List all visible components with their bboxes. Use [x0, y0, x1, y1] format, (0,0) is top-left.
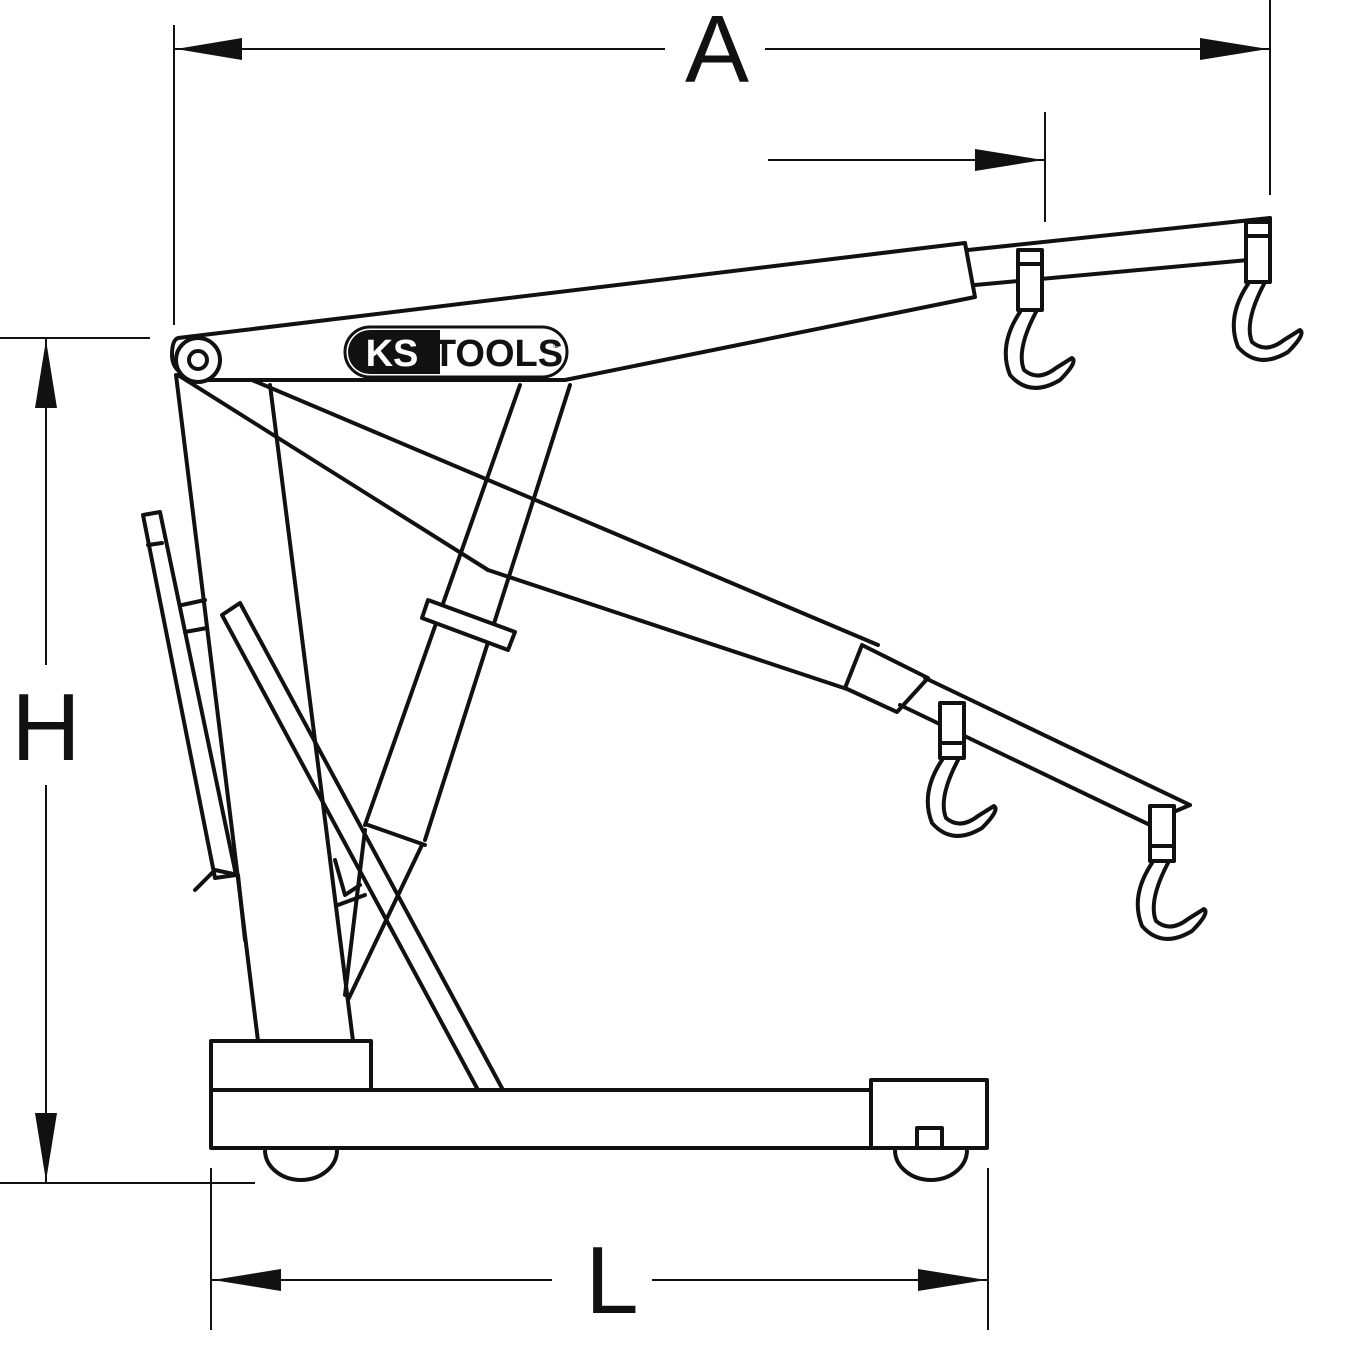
- logo-registered-mark: ®: [553, 340, 560, 350]
- mast-right-edge: [268, 383, 355, 1043]
- boom-lowered-top-edge: [198, 356, 880, 647]
- rear-wheel-right: [893, 1148, 969, 1182]
- dim-l-arrow-left: [213, 1269, 281, 1291]
- hook-shank: [1244, 220, 1272, 284]
- hook-shank: [1148, 804, 1176, 863]
- cylinder-base-right: [346, 843, 424, 1002]
- dim-h-label: H: [11, 674, 80, 781]
- boom-raised: [170, 216, 1272, 384]
- pump-handle-grip-mark: [146, 541, 164, 547]
- hydraulic-cylinder: [333, 383, 572, 1002]
- diagonal-strut-bar: [220, 601, 505, 1092]
- boom-raised-ext-top: [966, 216, 1272, 252]
- boom-lowered-bottom-edge-1: [176, 373, 490, 572]
- dim-h-arrow-bottom: [35, 1113, 57, 1181]
- hook-lowered-inner: [925, 701, 998, 838]
- dim-a-arrow-left: [176, 38, 242, 60]
- dimension-a: A: [173, 0, 1271, 325]
- ks-tools-logo: KS TOOLS ®: [343, 325, 569, 379]
- pump-handle: [141, 510, 247, 942]
- cylinder-base-left: [343, 828, 367, 997]
- extension-dimension: [768, 112, 1046, 222]
- hook-shank: [1016, 248, 1044, 312]
- logo-brand-right: TOOLS: [433, 333, 563, 375]
- dim-l-arrow-right: [918, 1269, 986, 1291]
- boom-lowered-sleeve: [843, 643, 930, 714]
- pump-base: [193, 868, 247, 942]
- pump-handle-lever: [141, 510, 238, 880]
- hook-curve: [1231, 282, 1304, 362]
- dim-a-arrow-right: [1200, 38, 1268, 60]
- hook-curve: [1003, 310, 1076, 390]
- hook-lowered-outer: [1135, 804, 1208, 941]
- hook-raised-inner: [1003, 248, 1076, 390]
- cylinder-right-edge: [423, 383, 572, 842]
- hook-curve: [1135, 861, 1208, 941]
- cylinder-base-cap: [366, 823, 427, 847]
- dimension-h: H: [0, 337, 255, 1184]
- boom-raised-body: [170, 241, 977, 382]
- base-front-latch: [915, 1126, 944, 1150]
- dimension-l: L: [210, 1168, 989, 1334]
- dim-l-label: L: [585, 1227, 638, 1334]
- base-mast-socket: [209, 1039, 373, 1092]
- dim-h-arrow-top: [35, 340, 57, 408]
- boom-lowered: [176, 356, 1192, 827]
- dim-a-label: A: [685, 0, 749, 103]
- boom-pivot-pin: [187, 349, 209, 371]
- cylinder-collar: [420, 598, 517, 652]
- boom-lowered-ext-top: [923, 676, 1192, 807]
- diagonal-strut: [220, 601, 505, 1092]
- hook-raised-outer: [1231, 220, 1304, 362]
- boom-lowered-bottom-edge-2: [486, 568, 852, 692]
- logo-brand-left: KS: [366, 333, 419, 375]
- rear-wheel-left: [263, 1148, 339, 1182]
- logo-dark-panel: [348, 330, 440, 374]
- pump-handle-bracket: [180, 598, 209, 634]
- cylinder-mount: [333, 858, 367, 907]
- base-beam: [209, 1088, 873, 1150]
- ext-dim-arrow: [975, 149, 1043, 171]
- hook-curve: [925, 758, 998, 838]
- crane-base: [209, 1039, 989, 1182]
- hook-shank: [938, 701, 966, 760]
